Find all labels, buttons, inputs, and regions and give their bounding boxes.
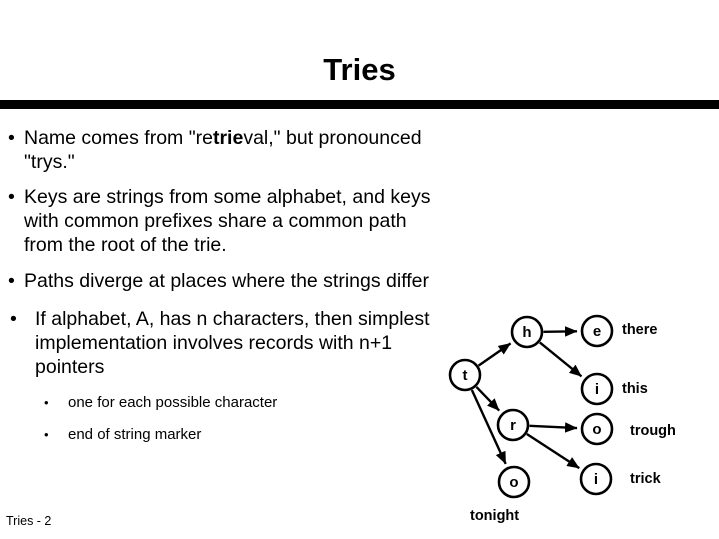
trie-edge-r-to-i2 (526, 432, 580, 470)
bullet-text-part-1: Name comes from "re (24, 127, 213, 149)
trie-edge-h-to-i1 (539, 341, 583, 378)
trie-node-t[interactable]: t (448, 358, 482, 392)
trie-node-label: o (509, 474, 518, 491)
bullet-item-paths: • Paths diverge at places where the stri… (0, 269, 450, 293)
trie-node-label: e (593, 323, 601, 340)
trie-node-o1[interactable]: o (580, 412, 614, 446)
bullet-marker: • (10, 308, 17, 330)
trie-node-label: i (595, 381, 599, 398)
page-title: Tries (323, 52, 396, 87)
trie-edge-t-to-o2 (470, 389, 507, 465)
title-divider (0, 100, 719, 109)
bullet-marker: • (44, 395, 49, 410)
bullet-item-alphabet: • If alphabet, A, has n characters, then… (0, 307, 450, 379)
trie-node-circle (580, 412, 614, 446)
trie-diagram-svg: t h e i r o i o there this trough trick tonight (448, 314, 676, 524)
trie-word-label-trick: trick (630, 471, 662, 487)
slide-footer: Tries - 2 (6, 514, 52, 528)
bullet-marker: • (8, 270, 15, 292)
trie-node-h[interactable]: h (510, 315, 544, 349)
trie-node-label: r (510, 417, 516, 434)
trie-node-r[interactable]: r (496, 408, 530, 442)
trie-node-circle (580, 314, 614, 348)
trie-word-labels: there this trough trick tonight (470, 322, 676, 524)
bullet-text: If alphabet, A, has n characters, then s… (35, 308, 430, 378)
bullet-text-bold: trie (212, 127, 244, 149)
trie-node-circle (510, 315, 544, 349)
bullet-text: Keys are strings from some alphabet, and… (24, 186, 431, 256)
subbullet-text: one for each possible character (68, 394, 278, 411)
trie-node-circle (496, 408, 530, 442)
bullet-marker: • (8, 186, 15, 208)
trie-node-i2[interactable]: i (579, 462, 613, 496)
bullet-list: • Name comes from "retrieval," but prono… (0, 126, 450, 457)
subbullet-item-one-per-character: • one for each possible character (0, 393, 450, 413)
trie-nodes: t h e i r o i o (448, 314, 614, 499)
bullet-marker: • (8, 127, 15, 149)
trie-node-e[interactable]: e (580, 314, 614, 348)
trie-node-circle (448, 358, 482, 392)
bullet-text: Paths diverge at places where the string… (24, 270, 430, 292)
trie-word-label-trough: trough (630, 423, 676, 439)
trie-word-label-this: this (622, 381, 648, 397)
bullet-item-name-origin: • Name comes from "retrieval," but prono… (0, 126, 450, 174)
subbullet-item-end-of-string-marker: • end of string marker (0, 425, 450, 445)
trie-edge-t-to-r (475, 386, 501, 412)
bullet-marker: • (44, 427, 49, 442)
subbullet-text: end of string marker (68, 426, 202, 443)
trie-node-label: i (594, 471, 598, 488)
trie-edge-t-to-h (477, 342, 512, 367)
trie-node-o2[interactable]: o (497, 465, 531, 499)
trie-node-circle (580, 372, 614, 406)
trie-node-circle (579, 462, 613, 496)
trie-edge-r-to-o1 (529, 422, 578, 433)
trie-node-i1[interactable]: i (580, 372, 614, 406)
trie-node-label: t (463, 367, 468, 384)
bullet-item-keys: • Keys are strings from some alphabet, a… (0, 185, 450, 257)
bullet-text-part-2: val," but pronounced "trys." (24, 127, 422, 173)
trie-node-label: h (522, 324, 531, 341)
trie-edges (470, 326, 583, 470)
trie-node-circle (497, 465, 531, 499)
trie-node-label: o (592, 421, 601, 438)
trie-word-label-there: there (622, 322, 657, 338)
trie-diagram: t h e i r o i o there this trough trick tonight (430, 300, 719, 539)
trie-word-label-tonight: tonight (470, 508, 519, 524)
